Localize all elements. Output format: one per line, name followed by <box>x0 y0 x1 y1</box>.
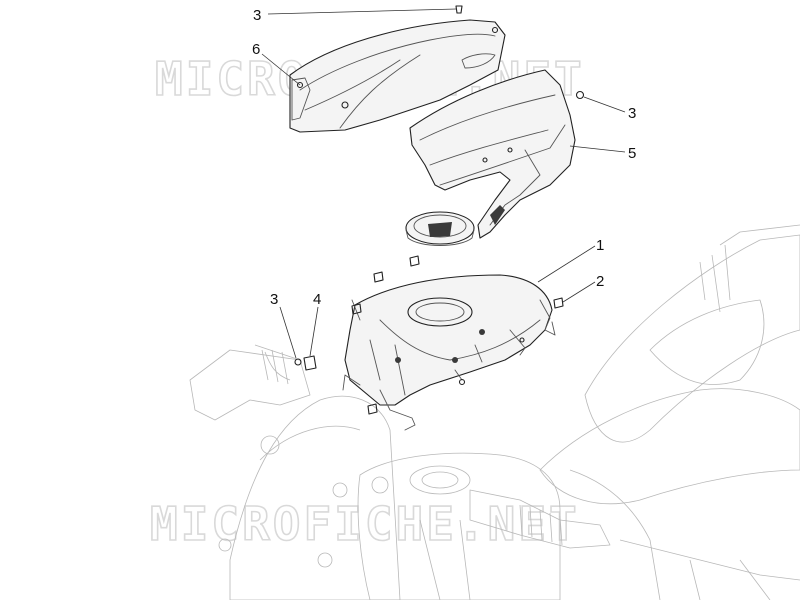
callout-3-right: 3 <box>628 105 636 122</box>
part-1-tank-cover <box>342 274 556 431</box>
leader-lines <box>261 8 626 359</box>
watermark-bottom: MICROFICHE.NET <box>150 497 580 551</box>
callout-1: 1 <box>596 237 604 254</box>
callout-2: 2 <box>596 273 604 290</box>
callout-6: 6 <box>252 41 260 58</box>
motorcycle-background <box>189 224 800 600</box>
part-6-left-cover <box>289 19 506 133</box>
fuel-cap <box>405 211 475 246</box>
callout-5: 5 <box>628 145 636 162</box>
callout-labels: 3 6 3 5 1 2 3 4 <box>252 7 636 308</box>
callout-3-top: 3 <box>253 7 261 24</box>
callout-3-left: 3 <box>270 291 278 308</box>
part-5-right-cover <box>409 69 576 239</box>
hardware-parts <box>294 5 585 415</box>
callout-4: 4 <box>313 291 321 308</box>
